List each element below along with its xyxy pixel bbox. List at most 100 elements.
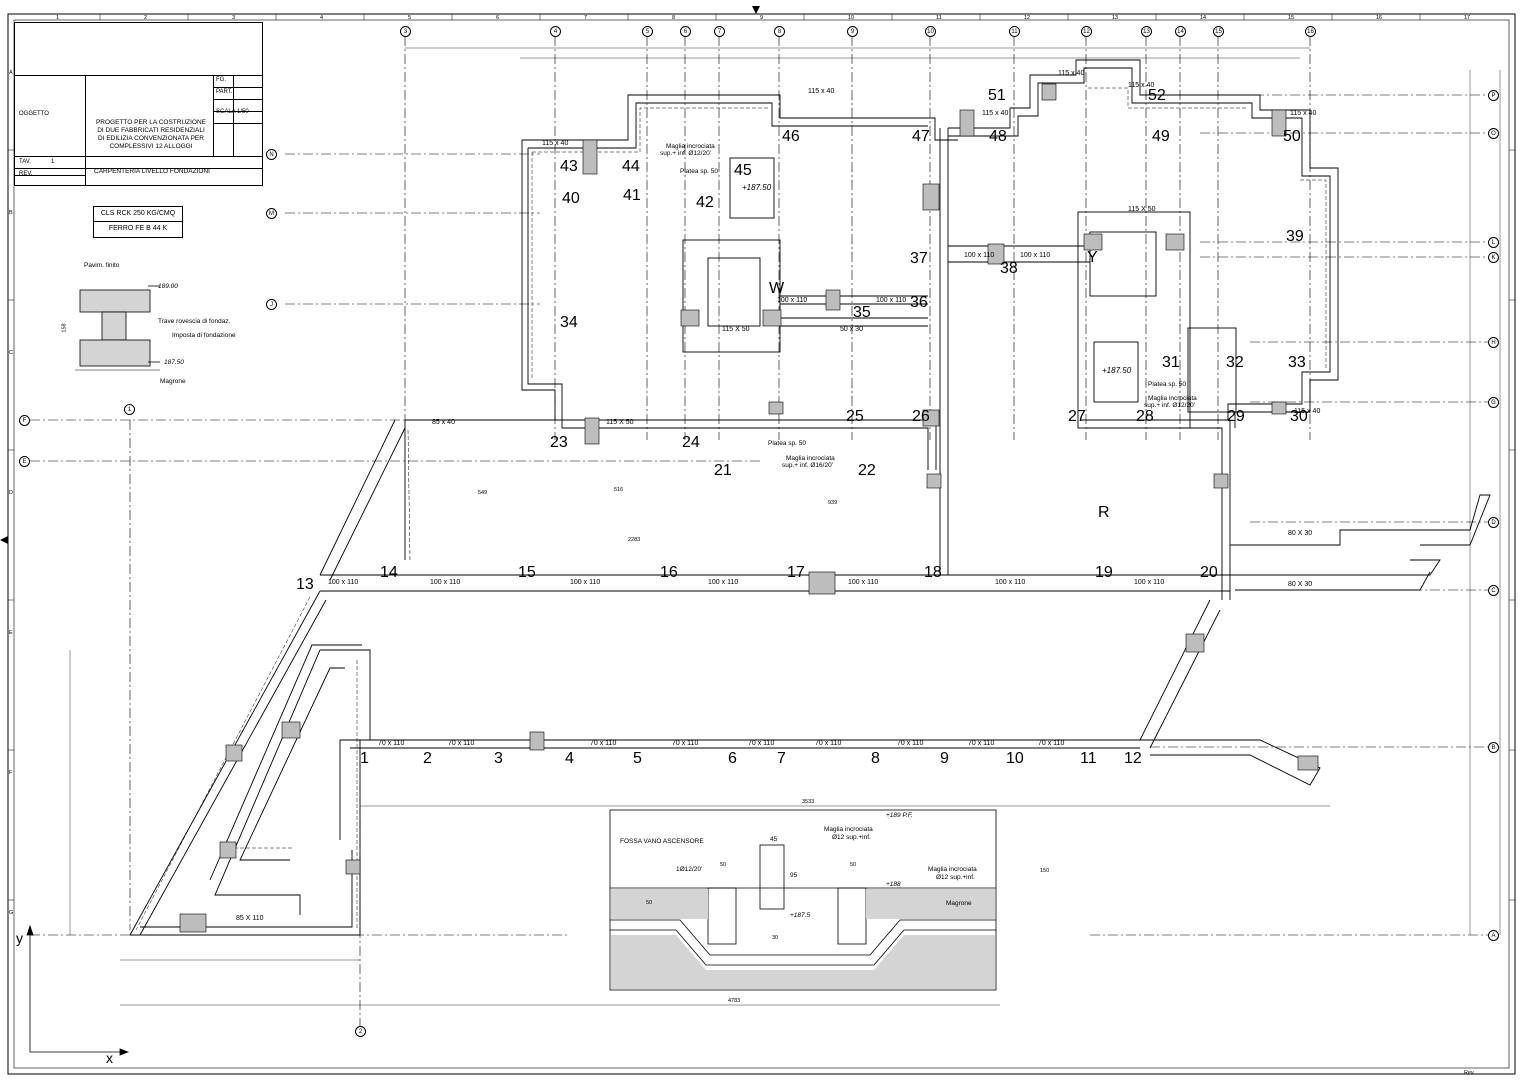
grid-bubble-9: 9 (847, 26, 858, 37)
node-label-35: 35 (853, 304, 871, 321)
beam-label: 115 X 50 (722, 326, 750, 333)
node-label-48: 48 (989, 128, 1007, 145)
beam-label: 100 x 110 (570, 579, 601, 586)
dim-939: 939 (828, 500, 838, 506)
node-label-12: 12 (1124, 750, 1142, 767)
x-axis-label: x (106, 1050, 113, 1066)
sheet-title: CARPENTERIA LIVELLO FONDAZIONI (94, 168, 210, 175)
beam-label: 70 x 110 (815, 740, 842, 747)
beam-label: 100 x 110 (1020, 252, 1051, 259)
beam-label: 70 x 110 (897, 740, 924, 747)
grid-bubble-7: 7 (714, 26, 725, 37)
node-label-27: 27 (1068, 408, 1086, 425)
grid-bubble-15: 15 (1213, 26, 1224, 37)
ruler-mark-7: 7 (584, 15, 588, 21)
beam-label: 100 x 110 (777, 297, 808, 304)
lift-pit-title: FOSSA VANO ASCENSORE (620, 838, 704, 845)
dim-516: 516 (614, 487, 624, 493)
grid-bubble-13: 13 (1141, 26, 1152, 37)
ruler-mark-12: 12 (1024, 15, 1031, 21)
slab-note: Maglia incrociata (666, 143, 715, 150)
project-line-1: PROGETTO PER LA COSTRUZIONE (95, 119, 207, 126)
grid-bubble-L: L (1488, 237, 1499, 248)
ruler-mark-14: 14 (1200, 15, 1207, 21)
node-label-32: 32 (1226, 354, 1244, 371)
ruler-mark-C: C (9, 350, 13, 356)
rev-label: REV. (19, 171, 33, 177)
grid-bubble-M: M (266, 208, 277, 219)
node-label-R: R (1098, 504, 1110, 521)
slab-note: sup.+ inf. Ø12/20' (660, 150, 711, 157)
lift-pit-pf: +189 P.F. (886, 812, 913, 819)
beam-label: 85 X 110 (236, 915, 264, 922)
grid-bubble-P: P (1488, 90, 1499, 101)
ruler-mark-6: 6 (496, 15, 500, 21)
grid-bubble-8: 8 (774, 26, 785, 37)
node-label-14: 14 (380, 564, 398, 581)
beam-label: 100 x 110 (848, 579, 879, 586)
node-label-36: 36 (910, 294, 928, 311)
node-label-44: 44 (622, 158, 640, 175)
ruler-mark-B: B (9, 210, 13, 216)
grid-bubble-14: 14 (1175, 26, 1186, 37)
beam-label: 70 x 110 (378, 740, 405, 747)
node-label-19: 19 (1095, 564, 1113, 581)
grid-bubble-F: F (19, 415, 30, 426)
ruler-mark-A: A (9, 70, 13, 76)
beam-label: 100 x 110 (995, 579, 1026, 586)
project-line-4: COMPLESSIVI 12 ALLOGGI (109, 143, 193, 150)
lift-pit-maglia-left: Maglia incrociata (824, 826, 873, 833)
node-label-13: 13 (296, 576, 314, 593)
ruler-mark-3: 3 (232, 15, 236, 21)
beam-label: 80 X 30 (1288, 581, 1313, 588)
node-label-25: 25 (846, 408, 864, 425)
lift-pit-maglia-right-b: Ø12 sup.+inf. (936, 874, 975, 881)
node-label-28: 28 (1136, 408, 1154, 425)
lift-pit-magrone: Magrone (946, 900, 972, 907)
node-label-37: 37 (910, 250, 928, 267)
grid-bubble-11: 11 (1009, 26, 1020, 37)
oggetto-label: OGGETTO (19, 111, 49, 117)
node-label-30: 30 (1290, 408, 1308, 425)
beam-label: 100 x 110 (430, 579, 461, 586)
ruler-mark-2: 2 (144, 15, 148, 21)
node-label-6: 6 (728, 750, 737, 767)
grid-bubble-H: H (1488, 337, 1499, 348)
slab-note: Platea sp. 50 (680, 168, 718, 175)
magrone-label: Magrone (160, 378, 186, 385)
beam-label: 100 x 110 (876, 297, 907, 304)
lift-pit-maglia-right: Maglia incrociata (928, 866, 977, 873)
pavimento-label: Pavim. finito (84, 262, 120, 269)
node-label-29: 29 (1227, 408, 1245, 425)
bottom-span-dim: 3533 (802, 799, 815, 805)
ruler-mark-17: 17 (1464, 15, 1471, 21)
node-label-18: 18 (924, 564, 942, 581)
node-label-42: 42 (696, 194, 714, 211)
grid-bubble-1: 1 (124, 404, 135, 415)
concrete-spec: CLS RCK 250 KG/CMQ (94, 207, 182, 222)
section-height-dim: 158 (61, 323, 68, 333)
beam-label: 100 x 110 (328, 579, 359, 586)
project-line-2: DI DUE FABBRICATI RESIDENZIALI (97, 127, 205, 134)
slab-note: sup.+ inf. Ø16/20' (782, 462, 833, 469)
ruler-mark-F: F (9, 770, 13, 776)
ruler-mark-D: D (9, 490, 13, 496)
grid-bubble-D: D (1488, 517, 1499, 528)
lift-pit-dim: 50 (720, 862, 727, 868)
node-label-7: 7 (777, 750, 786, 767)
ruler-mark-10: 10 (848, 15, 855, 21)
node-label-34: 34 (560, 314, 578, 331)
beam-label: 115 x 40 (808, 88, 835, 95)
node-label-33: 33 (1288, 354, 1306, 371)
beam-label: 100 x 110 (964, 252, 995, 259)
dim-549: 549 (478, 490, 488, 496)
beam-label: 115 x 40 (542, 140, 569, 147)
fg-label: FG. (216, 77, 226, 83)
ruler-mark-E: E (9, 630, 13, 636)
node-label-51: 51 (988, 87, 1006, 104)
node-label-3: 3 (494, 750, 503, 767)
ruler-mark-4: 4 (320, 15, 324, 21)
node-label-49: 49 (1152, 128, 1170, 145)
node-label-1: 1 (360, 750, 369, 767)
